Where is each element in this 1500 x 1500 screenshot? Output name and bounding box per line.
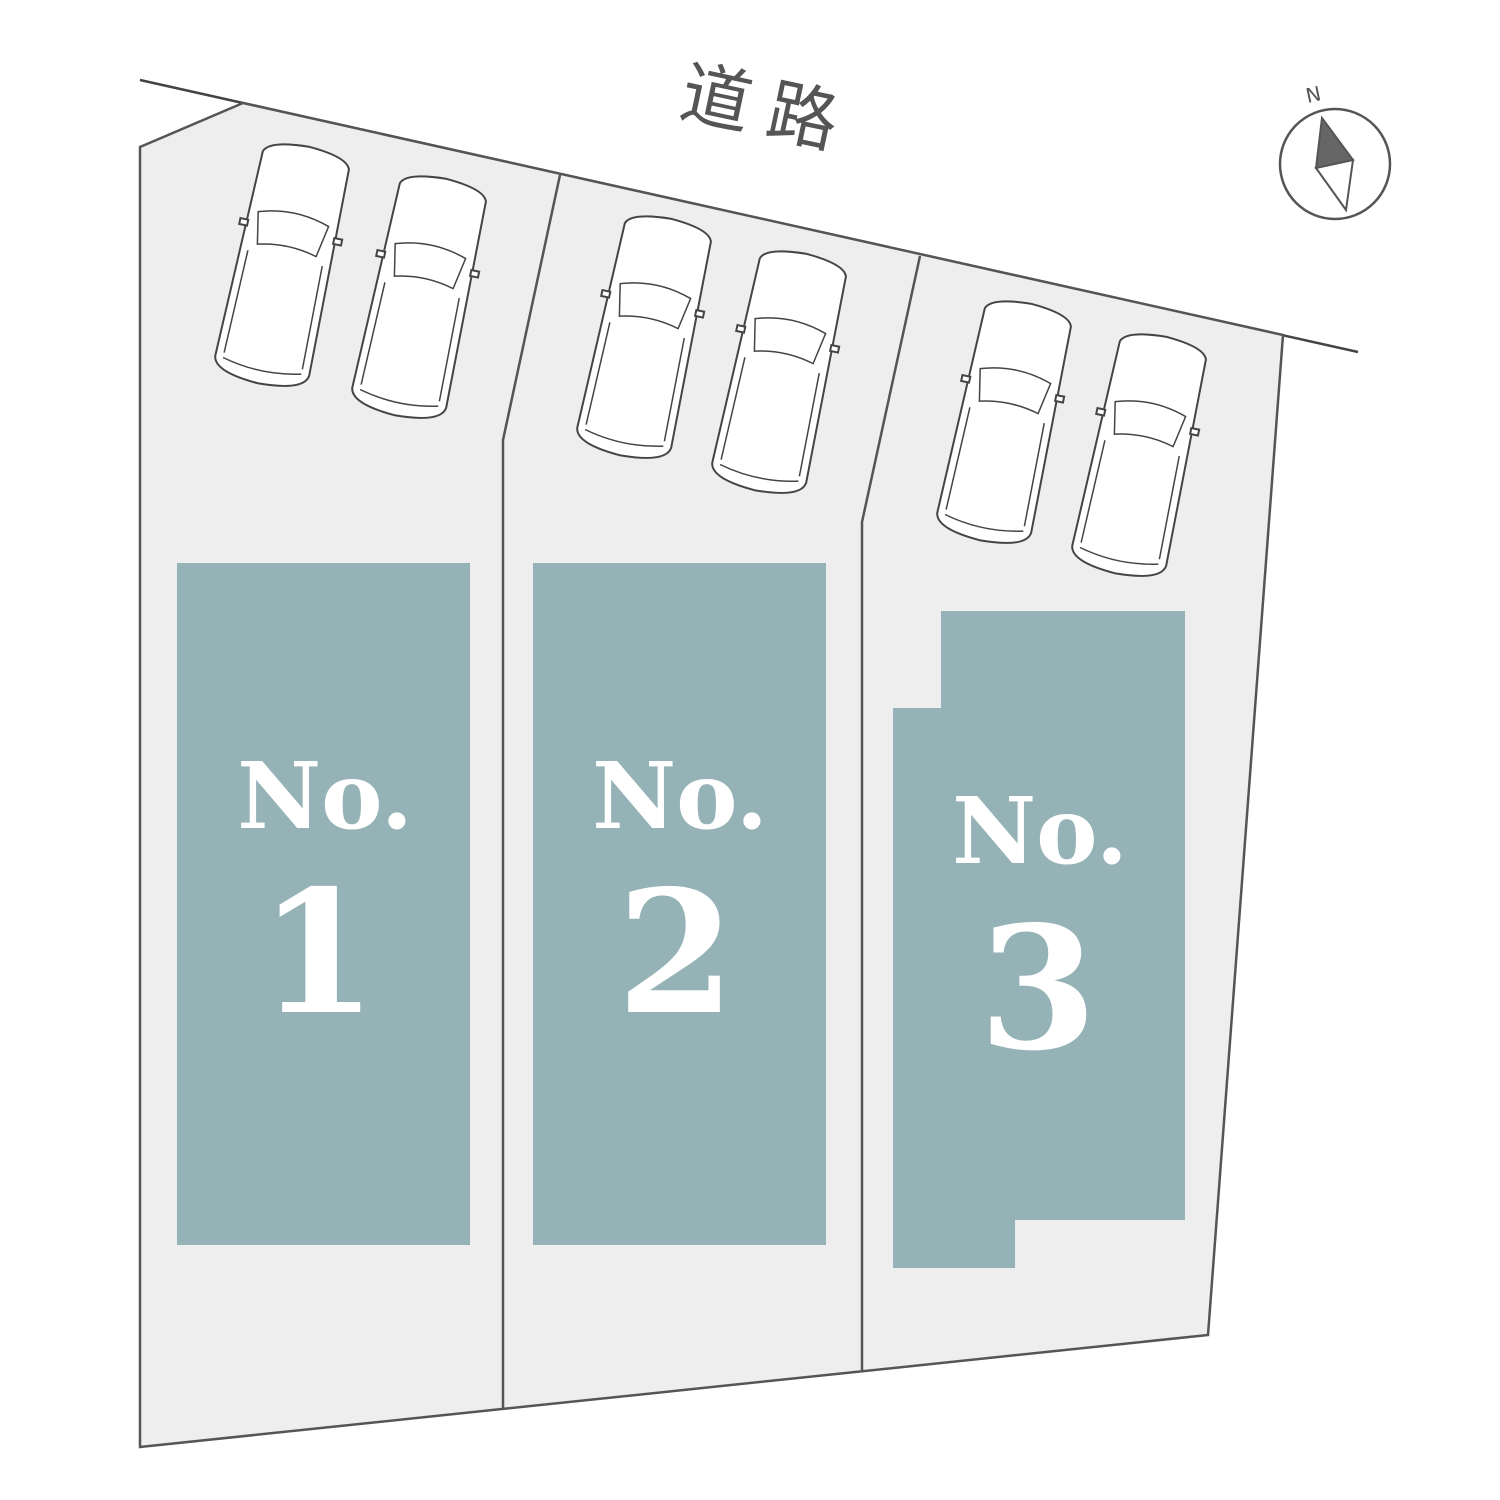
lot-3-number: 3 [979,889,1097,1089]
road-label: 道路 [674,51,863,168]
lot-1-prefix: No. [237,742,413,850]
lot-3-prefix: No. [952,777,1128,885]
building-3 [893,611,1185,1268]
compass-north-label: N [1304,81,1324,108]
lot-2-prefix: No. [592,742,768,850]
lot-1-number: 1 [259,853,377,1053]
building-2 [533,563,826,1245]
lot-divider-1-2 [501,174,562,1408]
building-1 [177,563,470,1245]
compass-icon: N [1278,81,1392,221]
lot-divider-2-3 [860,255,922,1370]
lot-2-number: 2 [617,853,735,1053]
